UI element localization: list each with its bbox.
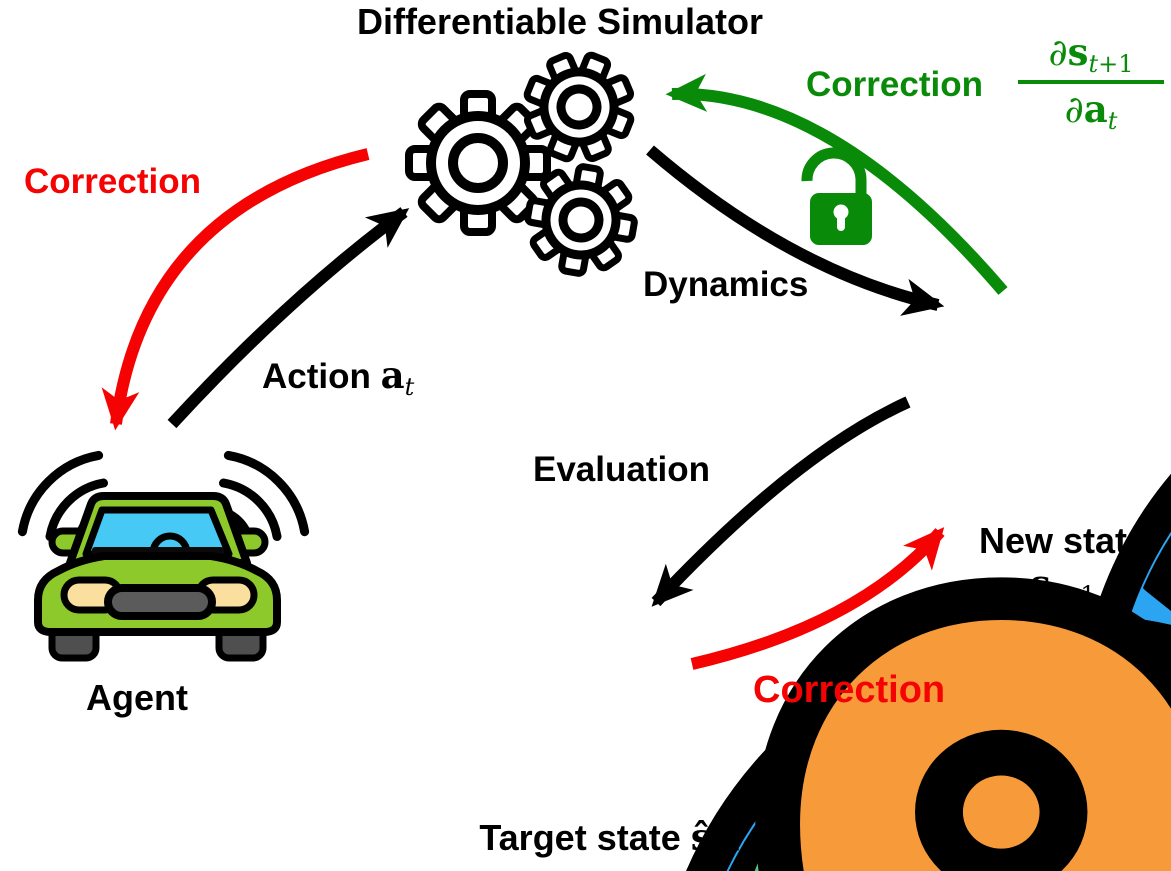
gear-bottom-icon [524,163,638,277]
fraction-bar [1018,79,1164,84]
car-grille [104,584,216,620]
diagram-title: Differentiable Simulator [356,1,764,42]
evaluation-label: Evaluation [533,450,710,489]
dynamics-label: Dynamics [643,265,809,304]
car-steering-wheel [149,532,191,554]
correction-gradient-arrow [665,73,1008,295]
gradient-numerator: ∂st+1 [1048,30,1134,78]
evaluation-arrow [651,396,911,607]
action-arrow [167,207,410,429]
gradient-fraction: ∂st+1 ∂at [1012,30,1170,136]
action-label: Action at [262,353,415,401]
correction-state-arrow [690,527,945,670]
location-pin-icon [778,599,1171,871]
new-state-math: st+1 [1030,563,1096,609]
open-lock-icon [801,147,872,245]
gears-icon [405,51,638,277]
new-state-label: New state [978,520,1148,561]
target-state-label: Target state ŝt+1 [479,815,757,863]
correction-agent-label: Correction [24,162,201,201]
dynamics-arrow [646,145,945,316]
gear-top-icon [523,51,635,163]
correction-gradient-label: Correction [806,65,983,104]
gradient-denominator: ∂at [1064,86,1118,135]
correction-agent-arrow [101,148,370,431]
agent-label: Agent [86,677,188,718]
autonomous-car-icon [17,450,310,662]
correction-state-label: Correction [753,669,946,711]
gear-large-icon [405,90,551,236]
